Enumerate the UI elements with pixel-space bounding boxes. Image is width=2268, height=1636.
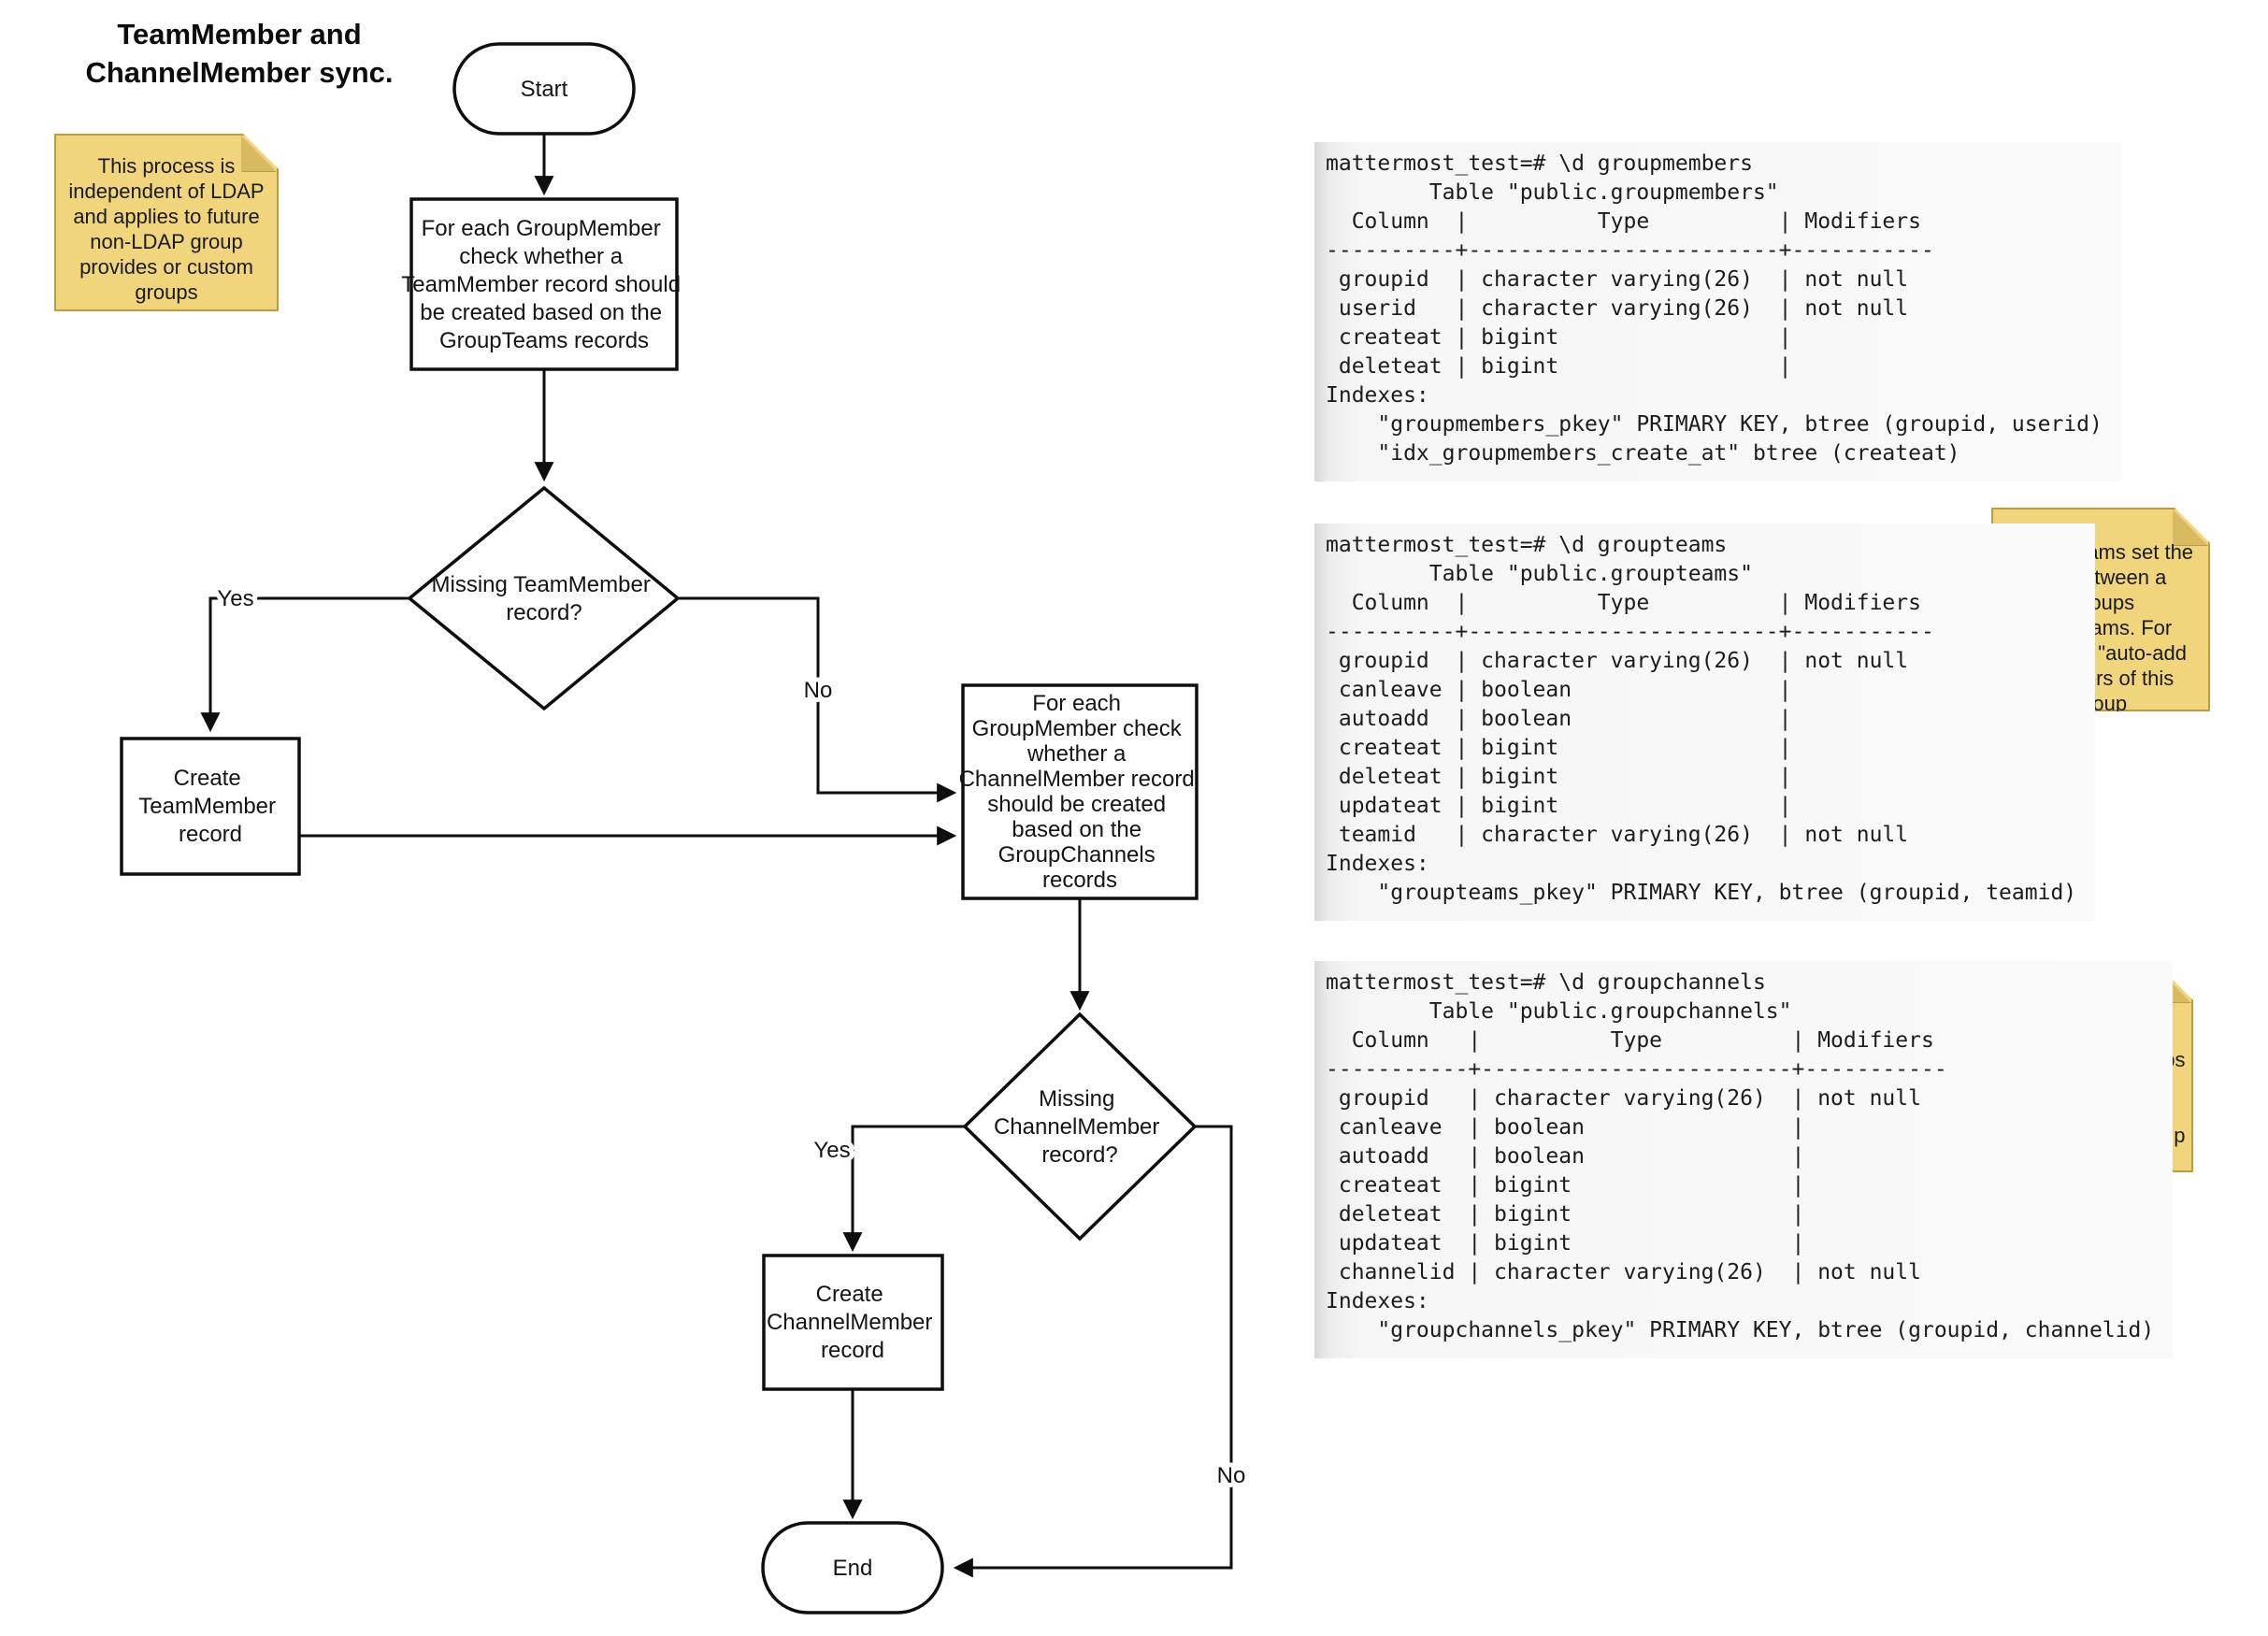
psql-output-groupchannels: mattermost_test=# \d groupchannels Table… — [1314, 961, 2174, 1358]
process-check-channelmember-label: For each GroupMember check whether a Cha… — [959, 691, 1201, 893]
edge-decision2-no — [953, 1125, 1233, 1578]
sticky-note-ldap-independence: This process is independent of LDAP and … — [54, 134, 279, 311]
edge-label-yes1: Yes — [217, 586, 253, 611]
process-create-teammember: Create TeamMember record — [120, 737, 301, 876]
start-label: Start — [521, 77, 568, 102]
process-create-channelmember: Create ChannelMember record — [762, 1254, 944, 1391]
process-check-teammember: For each GroupMember check whether a Tea… — [401, 197, 686, 371]
process-check-channelmember: For each GroupMember check whether a Cha… — [959, 683, 1201, 900]
psql-output-groupteams: mattermost_test=# \d groupteams Table "p… — [1314, 524, 2096, 921]
diagram-title: TeamMember and ChannelMember sync. — [85, 18, 394, 89]
process-create-teammember-label: Create TeamMember record — [138, 766, 281, 847]
start-terminator: Start — [452, 42, 636, 136]
decision-missing-teammember-label: Missing TeamMember record? — [432, 572, 657, 625]
psql-output-groupmembers: mattermost_test=# \d groupmembers Table … — [1314, 142, 2121, 481]
edge-decision2-yes — [842, 1125, 965, 1253]
edge-decision1-yes — [200, 596, 409, 733]
edge-label-no1: No — [804, 678, 833, 703]
note-text: This process is independent of LDAP and … — [68, 154, 265, 304]
edge-label-yes2: Yes — [813, 1138, 850, 1163]
decision-missing-channelmember-label: Missing ChannelMember record? — [994, 1086, 1166, 1168]
end-terminator: End — [761, 1521, 944, 1614]
decision-missing-teammember: Missing TeamMember record? — [407, 485, 681, 711]
edge-decision1-no — [678, 596, 957, 803]
edge-label-no2: No — [1217, 1463, 1246, 1488]
end-label: End — [833, 1556, 873, 1581]
decision-missing-channelmember: Missing ChannelMember record? — [962, 1012, 1198, 1241]
process-check-teammember-label: For each GroupMember check whether a Tea… — [401, 216, 686, 353]
process-create-channelmember-label: Create ChannelMember record — [767, 1282, 939, 1363]
